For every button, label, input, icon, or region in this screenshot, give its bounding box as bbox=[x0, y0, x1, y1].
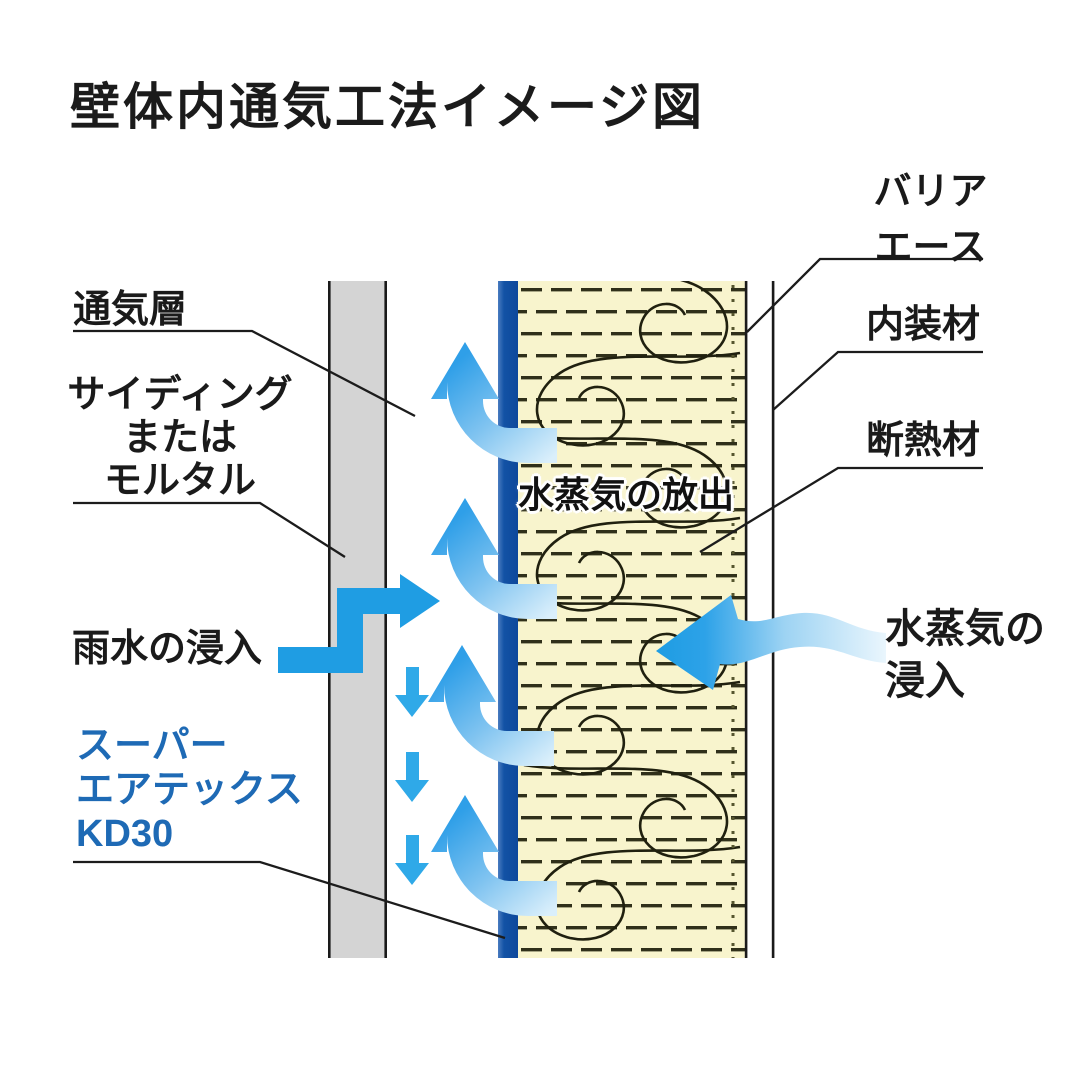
page-title: 壁体内通気工法イメージ図 bbox=[70, 79, 705, 135]
label-vapor-intrusion: 水蒸気の 浸入 bbox=[885, 603, 1045, 707]
down-airflow-arrows bbox=[395, 667, 429, 885]
label-barrier-line2: エース bbox=[874, 227, 987, 269]
label-interior-material: 内装材 bbox=[866, 304, 981, 346]
label-insulation-material: 断熱材 bbox=[866, 420, 981, 462]
label-rainwater-intrusion: 雨水の浸入 bbox=[72, 628, 263, 670]
label-vapor-intrusion-line2: 浸入 bbox=[885, 659, 965, 703]
label-ventilation-layer: 通気層 bbox=[73, 289, 188, 331]
label-siding-line3: モルタル bbox=[103, 460, 256, 502]
label-product-line1: スーパー bbox=[76, 725, 228, 767]
leader-barrier-ace bbox=[746, 257, 983, 333]
leader-insulation bbox=[699, 466, 983, 553]
down-airflow-arrow-3 bbox=[395, 835, 429, 885]
label-super-airtex-kd30: スーパー エアテックス KD30 bbox=[76, 724, 303, 856]
vapor-intrusion-arrow bbox=[656, 595, 886, 690]
label-siding-line1: サイディング bbox=[67, 374, 293, 416]
leader-interior bbox=[772, 350, 983, 411]
airtex-membrane bbox=[498, 281, 518, 958]
label-vapor-intrusion-line1: 水蒸気の bbox=[885, 607, 1045, 651]
label-product-line2: エアテックス bbox=[76, 769, 303, 811]
rainwater-arrow bbox=[278, 574, 440, 673]
label-siding-line2: または bbox=[122, 417, 237, 459]
barrier-ace-line bbox=[744, 281, 748, 958]
down-airflow-arrow-2 bbox=[395, 752, 429, 802]
leader-lines bbox=[73, 257, 983, 940]
label-siding-or-mortar: サイディング または モルタル bbox=[58, 374, 302, 503]
label-product-line3: KD30 bbox=[76, 813, 174, 855]
leader-product bbox=[73, 860, 506, 940]
leader-siding bbox=[73, 501, 346, 558]
leader-ventilation-layer bbox=[73, 329, 416, 418]
label-barrier-line1: バリア bbox=[873, 171, 988, 213]
down-airflow-arrow-1 bbox=[395, 667, 429, 717]
label-barrier-ace: バリア エース bbox=[853, 164, 1008, 276]
label-vapor-release: 水蒸気の放出 bbox=[518, 474, 735, 515]
